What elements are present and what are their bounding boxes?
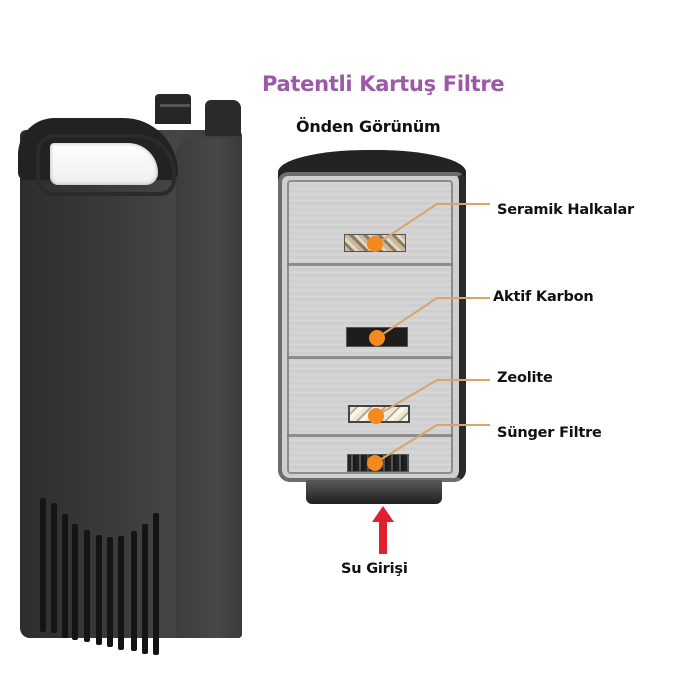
- intake-vent: [96, 535, 102, 645]
- orange-dot-icon: [367, 455, 383, 471]
- device-side-panel: [176, 138, 242, 638]
- device-tab-highlight: [160, 104, 190, 107]
- intake-vent: [40, 498, 46, 632]
- device-top-tab: [155, 94, 191, 124]
- view-subtitle: Önden Görünüm: [296, 117, 441, 136]
- device-top-tab-right: [205, 100, 241, 136]
- intake-vent: [142, 524, 148, 654]
- intake-vent: [84, 530, 90, 642]
- orange-dot-icon: [367, 236, 383, 252]
- chamber-divider: [287, 434, 453, 437]
- page-title: Patentli Kartuş Filtre: [262, 72, 505, 96]
- label-activated-carbon: Aktif Karbon: [493, 289, 594, 305]
- device-window-frame: [36, 134, 176, 196]
- chamber-divider: [287, 356, 453, 359]
- intake-vent: [107, 537, 113, 647]
- label-ceramic-rings: Seramik Halkalar: [497, 202, 635, 218]
- intake-vent: [72, 524, 78, 640]
- orange-dot-icon: [368, 408, 384, 424]
- label-sponge-filter: Sünger Filtre: [497, 425, 602, 441]
- intake-vent: [51, 503, 57, 633]
- up-arrow-icon: [372, 506, 394, 554]
- intake-vent: [62, 514, 68, 638]
- water-inlet-label: Su Girişi: [341, 561, 408, 577]
- cartridge-inlet-base: [306, 480, 442, 504]
- chamber-divider: [287, 263, 453, 266]
- device-window: [50, 143, 158, 185]
- filter-device-image: [0, 0, 270, 700]
- label-zeolite: Zeolite: [497, 370, 553, 386]
- intake-vent: [131, 531, 137, 651]
- intake-vent: [118, 536, 124, 650]
- intake-vent: [153, 513, 159, 655]
- orange-dot-icon: [369, 330, 385, 346]
